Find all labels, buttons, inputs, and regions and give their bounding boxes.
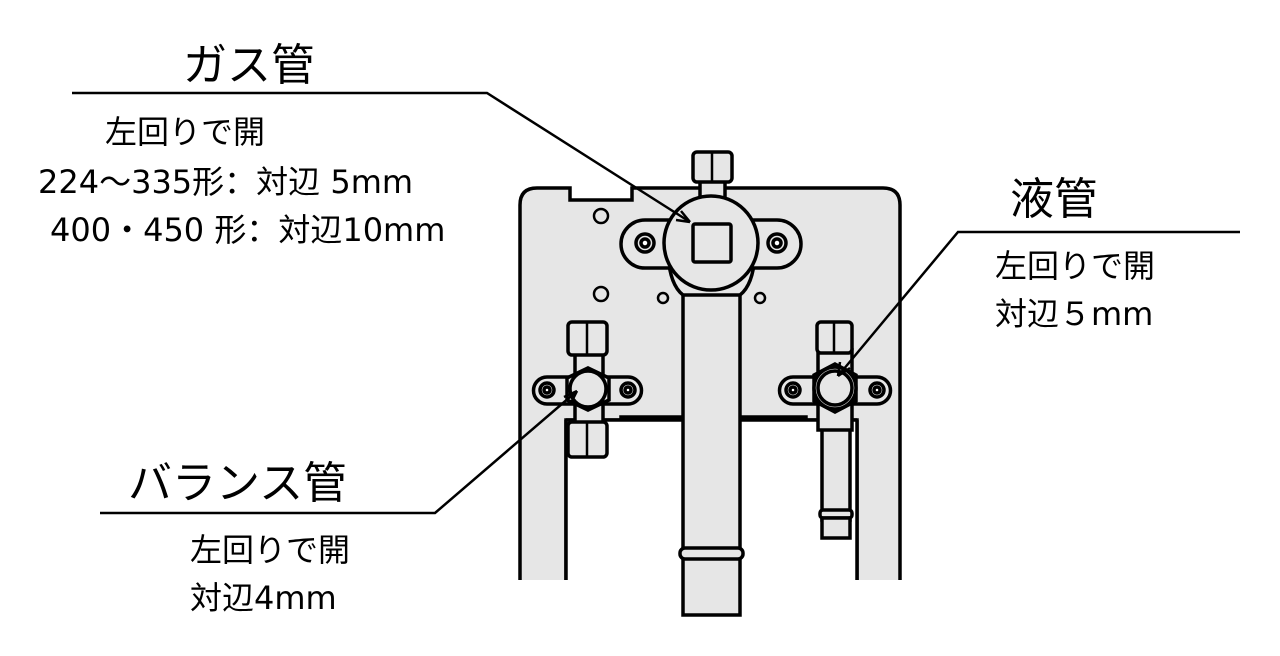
liquid-pipe-line-2: 対辺５mm	[995, 295, 1154, 333]
gas-pipe-line-1: 左回りで開	[105, 113, 266, 151]
gas-valve-square	[691, 222, 733, 264]
gas-pipe-line-3: 400・450 形：対辺10mm	[50, 211, 446, 249]
liquid-leader	[837, 230, 1240, 377]
liquid-valve	[777, 320, 893, 540]
liquid-pipe-title: 液管	[1010, 174, 1098, 225]
leader-lines	[72, 91, 1240, 515]
gas-pipe-line-2: 224～335形：対辺 5mm	[38, 163, 414, 201]
gas-pipe-title: ガス管	[183, 40, 315, 91]
liquid-pipe-line-1: 左回りで開	[995, 247, 1156, 285]
balance-valve	[531, 320, 644, 459]
balance-pipe-line-1: 左回りで開	[190, 531, 351, 569]
gas-leader	[72, 91, 691, 224]
gas-pipe	[619, 150, 803, 617]
balance-pipe-title: バランス管	[128, 458, 348, 509]
balance-leader	[100, 390, 578, 515]
balance-pipe-line-2: 対辺4mm	[190, 579, 337, 617]
